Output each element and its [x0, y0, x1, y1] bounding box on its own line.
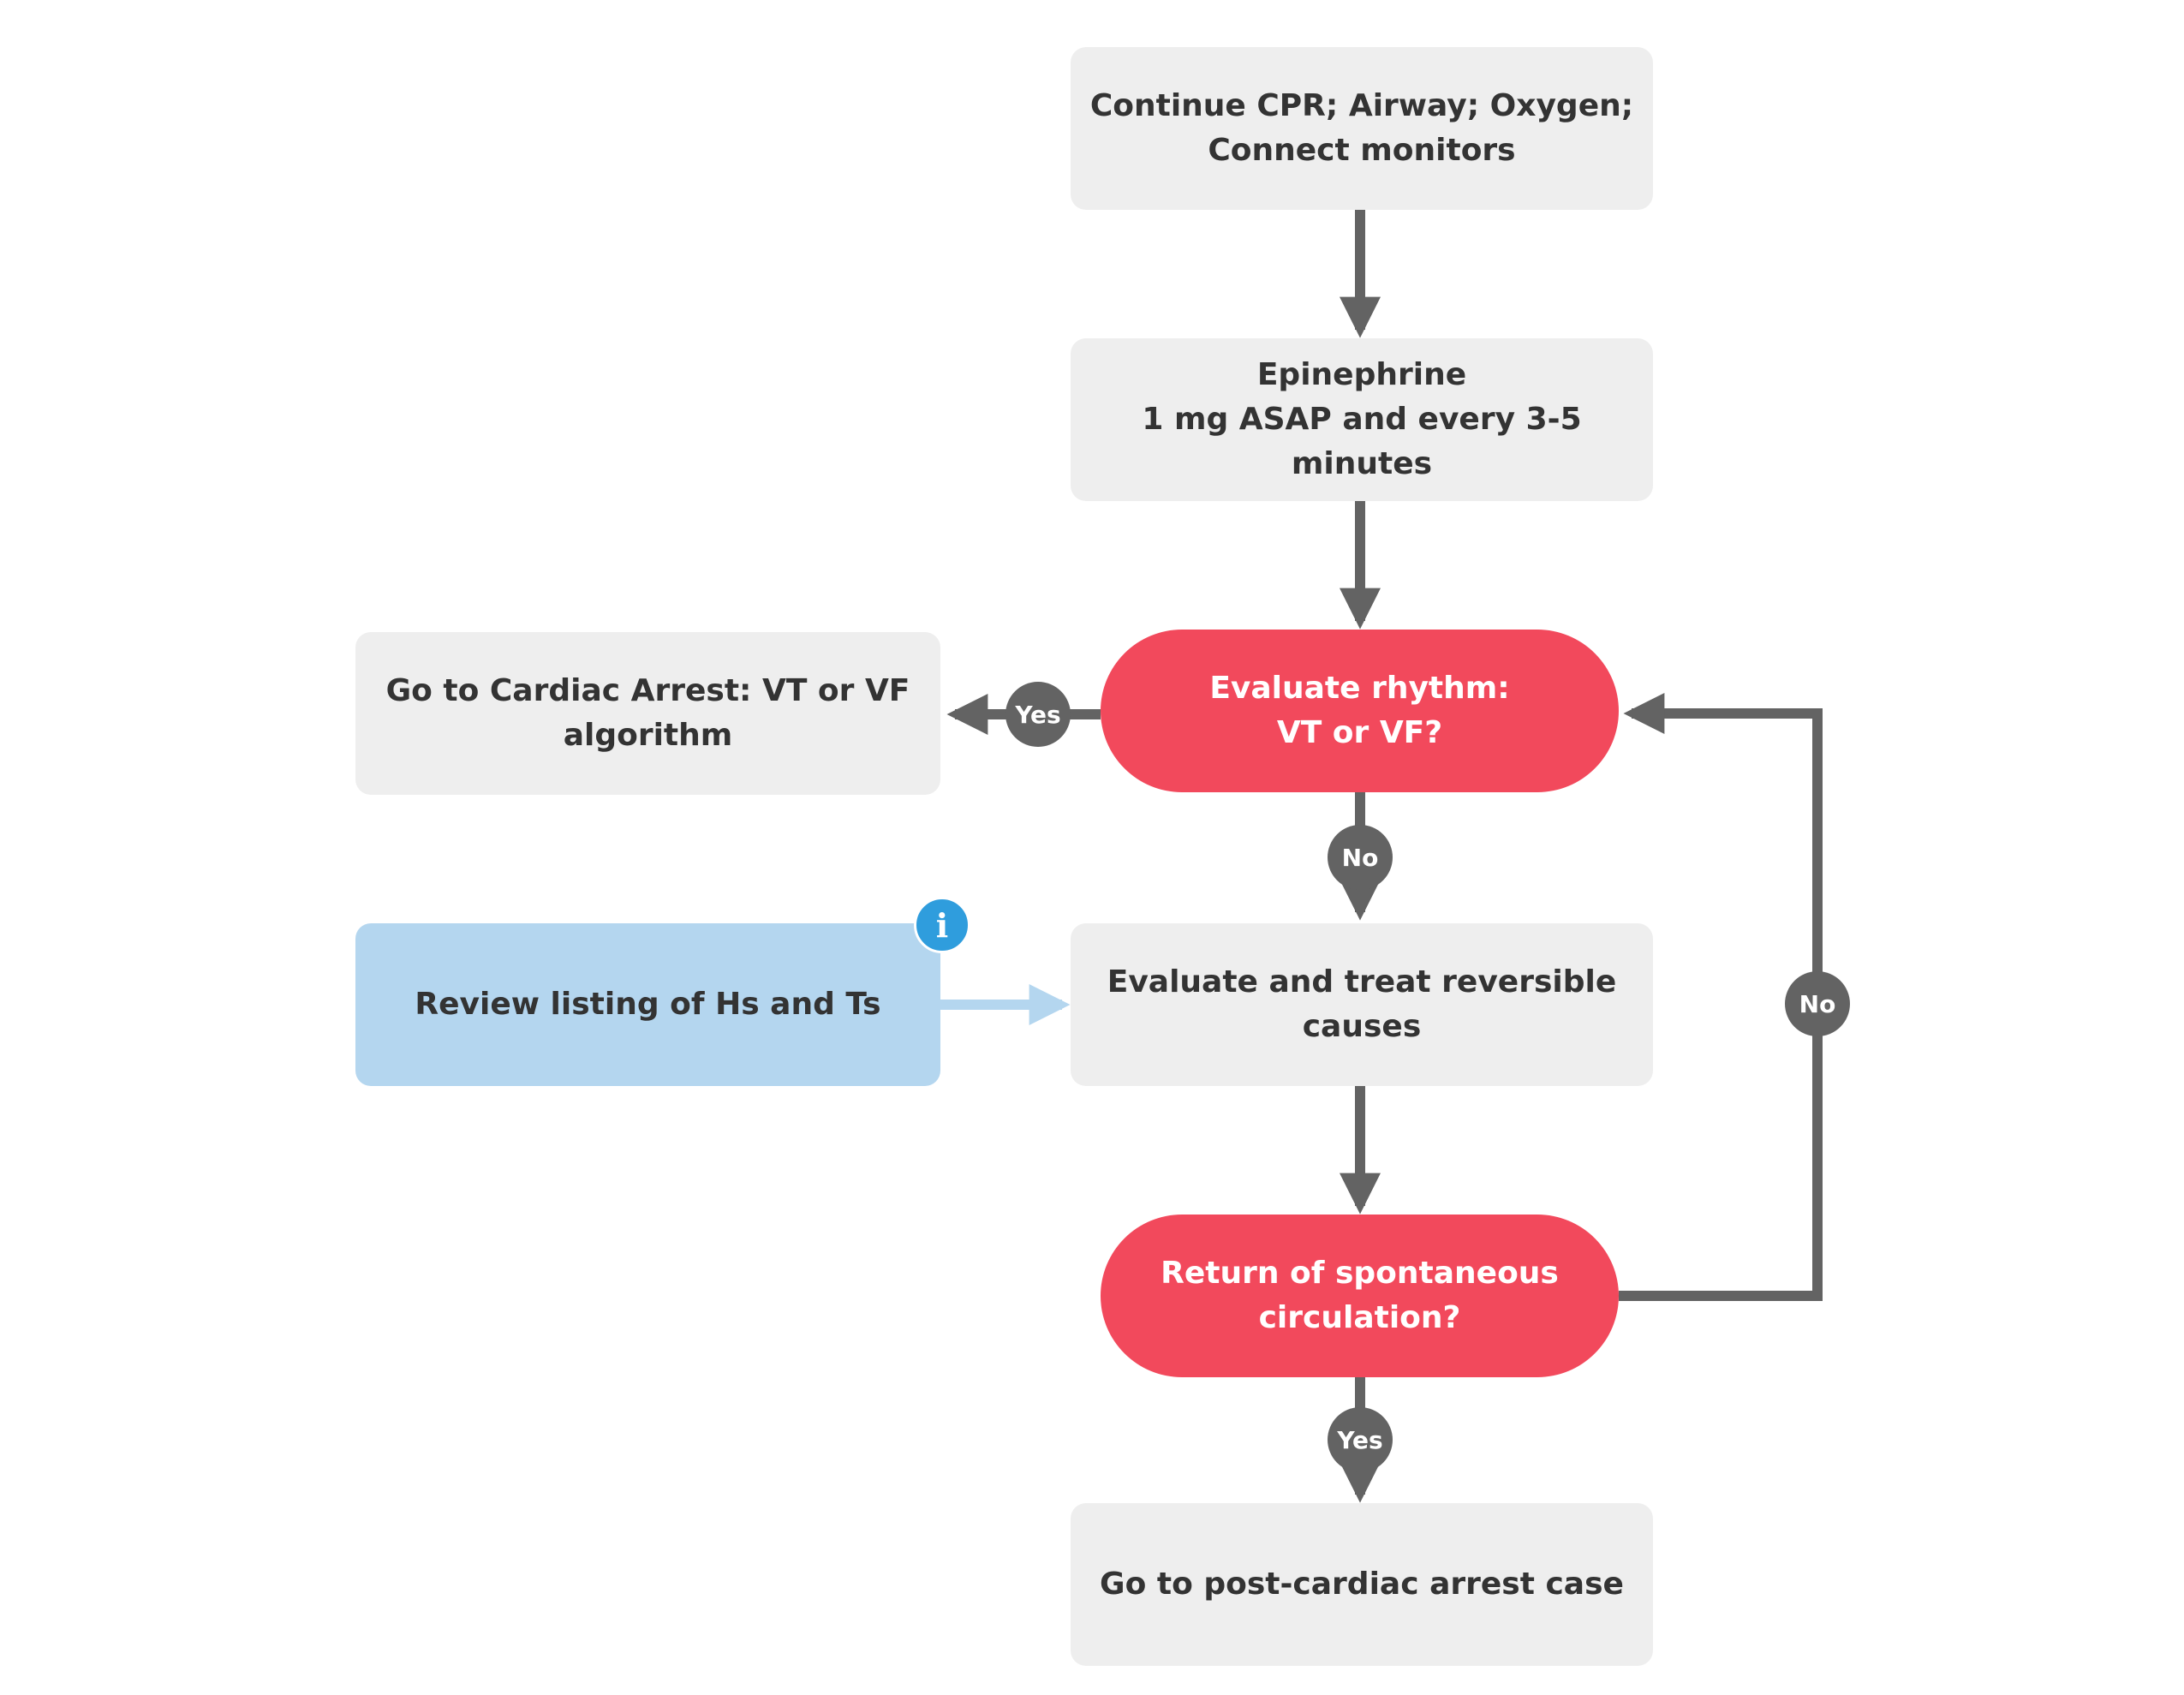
rosc-no-label: No [1785, 971, 1850, 1036]
rosc-decision: Return of spontaneous circulation? [1101, 1215, 1619, 1377]
evaluate-rhythm-decision: Evaluate rhythm: VT or VF? [1101, 630, 1619, 792]
info-icon[interactable]: i [914, 897, 970, 953]
epinephrine-box: Epinephrine 1 mg ASAP and every 3-5 minu… [1071, 338, 1653, 501]
rosc-yes-label: Yes [1328, 1407, 1393, 1472]
go-to-vt-vf-box: Go to Cardiac Arrest: VT or VF algorithm [355, 632, 940, 795]
post-arrest-box: Go to post-cardiac arrest case [1071, 1503, 1653, 1666]
rhythm-yes-label: Yes [1005, 682, 1071, 747]
review-hs-ts-box[interactable]: Review listing of Hs and Ts [355, 923, 940, 1086]
evaluate-treat-box: Evaluate and treat reversible causes [1071, 923, 1653, 1086]
rhythm-no-label: No [1328, 825, 1393, 890]
continue-cpr-box: Continue CPR; Airway; Oxygen; Connect mo… [1071, 47, 1653, 210]
